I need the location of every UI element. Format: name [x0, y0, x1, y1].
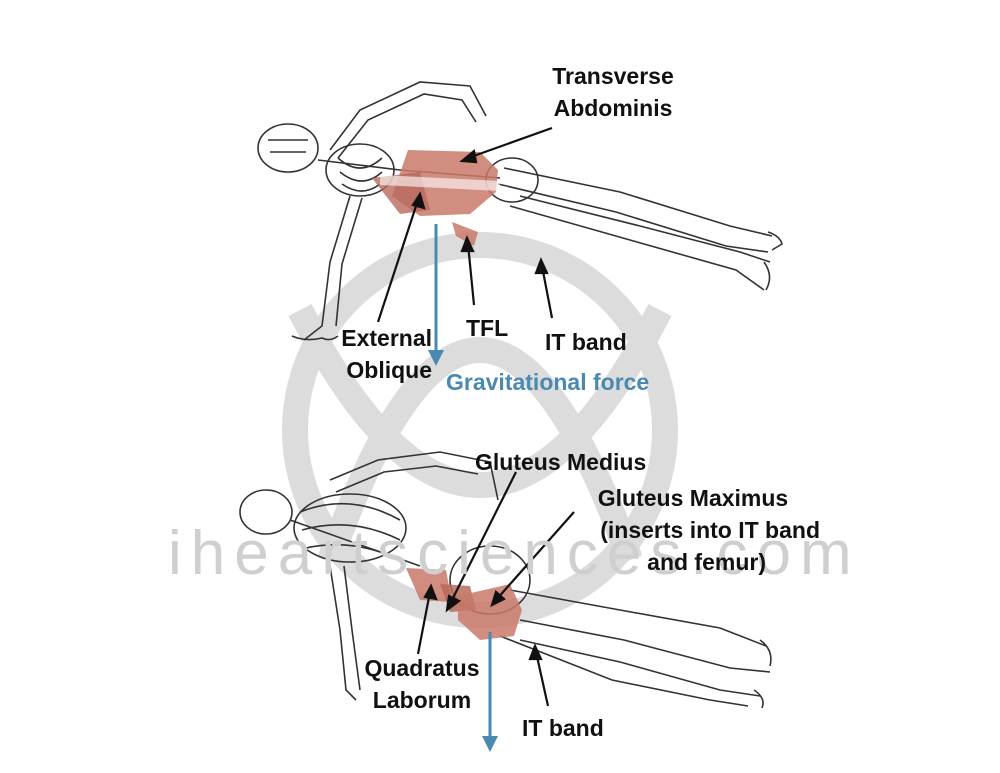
gravity-arrow-bottom [482, 632, 498, 752]
top-pointers [376, 126, 554, 323]
external-oblique-pointer-head [411, 191, 426, 210]
top-spine-highlight [379, 175, 501, 191]
gluteus-maximus-muscle [458, 584, 522, 640]
label-tfl: TFL [466, 315, 509, 341]
label-quadratus-line2: Laborum [372, 687, 472, 713]
it-band-bottom-pointer-head [528, 643, 543, 661]
label-external-line2: Oblique [346, 357, 432, 383]
label-it-band-top: IT band [545, 329, 627, 355]
tfl-muscle [452, 222, 478, 246]
external-oblique-pointer [376, 199, 420, 323]
watermark-text: iheartsciences.com [168, 519, 861, 588]
quadratus-pointer [416, 591, 432, 655]
label-it-band-bottom: IT band [522, 715, 604, 741]
it-band-bottom-pointer [534, 651, 550, 707]
quadratus-pointer-head [423, 583, 438, 601]
label-external-oblique: External Oblique [320, 322, 432, 386]
it-band-top-pointer [540, 265, 554, 319]
label-transverse-line1: Transverse [552, 63, 674, 89]
label-gravitational-force: Gravitational force [446, 369, 650, 395]
gluteus-maximus-pointer-head [490, 590, 506, 608]
label-transverse-abdominis: Transverse Abdominis [546, 60, 680, 124]
bottom-skeleton [239, 451, 772, 709]
label-gluteus-maximus-line1: Gluteus Maximus [597, 485, 789, 511]
gluteus-maximus-pointer [495, 511, 575, 601]
label-gluteus-maximus-line2: (inserts into IT band [600, 517, 820, 543]
gluteus-medius-pointer-head [445, 594, 462, 613]
bottom-pointers [416, 471, 575, 707]
tfl-pointer [466, 243, 476, 306]
tfl-pointer-head [460, 235, 475, 253]
transverse-pointer-head [459, 148, 478, 164]
transverse-pointer [467, 126, 553, 160]
top-skeleton [257, 81, 783, 341]
it-band-top-pointer-head [534, 257, 549, 275]
gluteus-medius-pointer [449, 471, 517, 605]
label-external-line1: External [341, 325, 432, 351]
label-quadratus-laborum: Quadratus Laborum [357, 652, 487, 716]
bottom-muscles [406, 568, 522, 640]
gravity-arrow-top [428, 224, 444, 366]
label-transverse-line2: Abdominis [553, 95, 673, 121]
label-quadratus-line1: Quadratus [364, 655, 480, 681]
label-gluteus-maximus: Gluteus Maximus (inserts into IT band an… [566, 482, 820, 578]
quadratus-laborum-muscle [406, 568, 452, 602]
label-gluteus-medius: Gluteus Medius [475, 449, 647, 475]
label-gluteus-maximus-line3: and femur) [647, 549, 766, 575]
